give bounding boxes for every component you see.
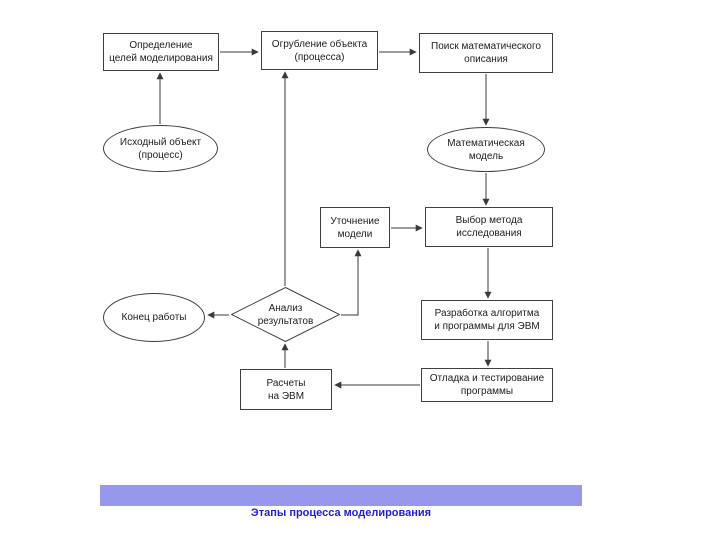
- node-label-line: Разработка алгоритма: [434, 308, 540, 319]
- node-define-goals: Определение целей моделирования: [103, 33, 219, 71]
- node-label: Определение целей моделирования: [109, 39, 213, 65]
- node-label-line: (процесс): [138, 149, 183, 161]
- node-label-line: программы: [460, 386, 514, 397]
- node-label-line: Уточнение: [330, 215, 380, 227]
- node-label-line: Конец работы: [121, 312, 187, 323]
- node-develop-algorithm: Разработка алгоритма и программы для ЭВМ: [421, 300, 553, 340]
- arrow-analyze-results-to-refine-model: [341, 249, 362, 316]
- node-refine-model: Уточнение модели: [320, 207, 390, 248]
- node-label-line: Выбор метода: [455, 215, 523, 226]
- diamond-shape: [231, 287, 340, 342]
- node-end-work: Конец работы: [103, 293, 205, 342]
- node-label-line: целей моделирования: [109, 53, 213, 64]
- node-label: Анализ результатов: [258, 302, 314, 328]
- node-label-line: Отладка и тестирование: [429, 373, 545, 384]
- node-label-line: результатов: [257, 315, 314, 327]
- node-label: Огрубление объекта (процесса): [272, 38, 367, 64]
- node-label-line: Математическая: [447, 137, 525, 149]
- node-label: Выбор метода исследования: [456, 214, 523, 240]
- node-label-line: исследования: [456, 228, 522, 239]
- node-label-line: Огрубление объекта: [271, 38, 368, 50]
- node-label: Уточнение модели: [330, 215, 379, 241]
- footer-bar: [100, 485, 582, 506]
- node-label-line: Анализ: [268, 302, 303, 314]
- node-label-line: Исходный объект: [119, 136, 202, 148]
- node-label-line: Определение: [129, 40, 193, 51]
- node-label-line: на ЭВМ: [267, 390, 305, 402]
- node-label-line: (процесса): [294, 51, 345, 63]
- node-label: Исходный объект (процесс): [120, 136, 201, 162]
- node-find-math-description: Поиск математического описания: [419, 33, 553, 73]
- node-label-line: модель: [468, 150, 504, 162]
- node-source-object: Исходный объект (процесс): [103, 125, 218, 172]
- node-label: Поиск математического описания: [431, 40, 541, 66]
- node-label-line: Расчеты: [266, 377, 306, 389]
- node-label: Разработка алгоритма и программы для ЭВМ: [434, 307, 539, 333]
- node-analyze-results: Анализ результатов: [231, 287, 340, 342]
- node-coarsen-object: Огрубление объекта (процесса): [261, 31, 378, 70]
- node-label: Математическая модель: [447, 137, 525, 163]
- node-label: Конец работы: [122, 311, 187, 324]
- node-label: Расчеты на ЭВМ: [267, 377, 306, 403]
- node-label-line: Поиск математического: [431, 41, 541, 52]
- node-label-line: описания: [464, 54, 508, 65]
- node-compute-on-computer: Расчеты на ЭВМ: [240, 369, 332, 410]
- node-label: Отладка и тестирование программы: [430, 372, 544, 398]
- slide-caption: Этапы процесса моделирования: [250, 507, 432, 519]
- node-choose-method: Выбор метода исследования: [425, 207, 553, 247]
- node-debug-testing: Отладка и тестирование программы: [421, 368, 553, 402]
- node-label-line: и программы для ЭВМ: [434, 321, 540, 332]
- node-math-model: Математическая модель: [427, 127, 545, 172]
- node-label-line: модели: [337, 228, 373, 240]
